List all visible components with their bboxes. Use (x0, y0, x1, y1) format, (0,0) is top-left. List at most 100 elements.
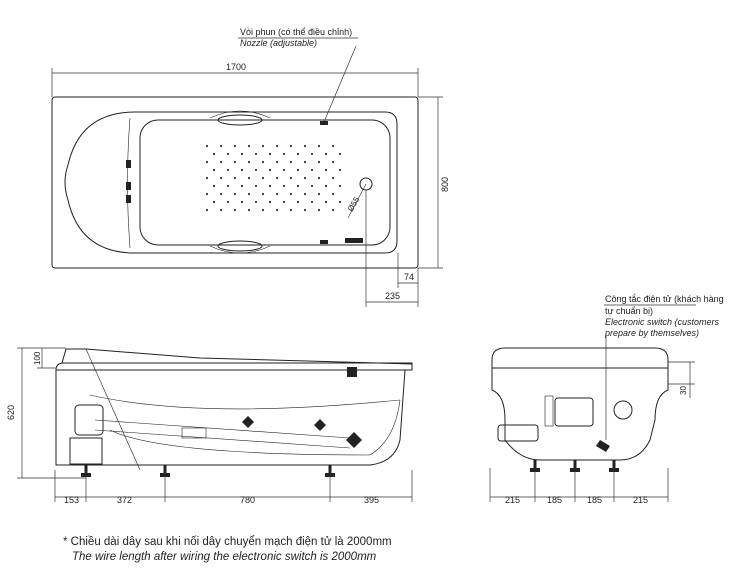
jet-dot (219, 160, 223, 164)
jet-dot (282, 184, 286, 188)
jet-dot (331, 144, 335, 148)
jet-dot (268, 168, 272, 172)
end-spacing-185-left: 185 (547, 495, 562, 505)
jet-dot (219, 208, 223, 212)
jet-dot (289, 208, 293, 212)
jet-dot (338, 184, 342, 188)
jet-dot (247, 208, 251, 212)
jet-dot (240, 152, 244, 156)
jet-dot (205, 208, 209, 212)
jet-dot (219, 176, 223, 180)
jet-dot (338, 200, 342, 204)
jet-dot (226, 184, 230, 188)
jet-dot (212, 200, 216, 204)
jet-dot (296, 152, 300, 156)
jet-dot (268, 184, 272, 188)
pump-motor-end (554, 397, 594, 427)
jet-dot (233, 192, 237, 196)
drain-diameter-label: Ø55 (346, 195, 362, 213)
end-spacing-215-left: 215 (505, 495, 520, 505)
jet-dot (324, 152, 328, 156)
jet-dot (303, 160, 307, 164)
jet-dot (205, 192, 209, 196)
jet-dot (289, 176, 293, 180)
jet-dot (317, 176, 321, 180)
jet-dot (233, 144, 237, 148)
jet-dot (261, 160, 265, 164)
jet-dot (296, 200, 300, 204)
jet-dot (317, 192, 321, 196)
jet-dot (324, 184, 328, 188)
switch-label-vi-2: tự chuẩn bị) (605, 306, 654, 316)
tub-basin (139, 119, 391, 246)
end-spacing-215-right: 215 (633, 495, 648, 505)
jet-dot (240, 168, 244, 172)
jet-dot (324, 168, 328, 172)
jet-dot (247, 160, 251, 164)
end-view: 30 215 185 185 215 (489, 304, 696, 505)
jet-dot (324, 200, 328, 204)
jet-dot (303, 176, 307, 180)
nozzle-label-en: Nozzle (adjustable) (240, 38, 318, 48)
leg (84, 465, 88, 473)
jet-dot (233, 208, 237, 212)
jet-dot (289, 192, 293, 196)
jet-dot (226, 152, 230, 156)
jet-dot (233, 176, 237, 180)
offset-235-dimension: 235 (385, 291, 400, 301)
jet-dot (331, 160, 335, 164)
jet-dot (317, 208, 321, 212)
jet-dot (205, 160, 209, 164)
top-view: Ø55 1700 800 74 235 (51, 37, 450, 307)
jet-dot (247, 176, 251, 180)
jet-dot (296, 168, 300, 172)
jet-dot (268, 200, 272, 204)
tub-outline-top (51, 96, 419, 269)
jet-dot (226, 168, 230, 172)
jet-dot (212, 184, 216, 188)
jet-dot (310, 168, 314, 172)
length-dimension: 1700 (226, 62, 246, 72)
jet-dot (254, 168, 258, 172)
leg (612, 460, 616, 468)
jet-dot (219, 192, 223, 196)
leg (573, 460, 577, 468)
jet-dot (254, 200, 258, 204)
jet-dot (275, 208, 279, 212)
jet-dot (317, 160, 321, 164)
jet-dot (233, 160, 237, 164)
jet-dot (282, 152, 286, 156)
jet-dot (268, 152, 272, 156)
headrest-dimension: 100 (33, 351, 42, 365)
jet-dot (331, 176, 335, 180)
jet-dot (289, 160, 293, 164)
jet-dot (317, 144, 321, 148)
leg-spacing-153: 153 (64, 495, 79, 505)
width-dimension: 800 (440, 177, 450, 192)
jet-dot (219, 144, 223, 148)
jet-dot (338, 168, 342, 172)
jet-dot (205, 144, 209, 148)
jet-dot (212, 152, 216, 156)
jet-dot (303, 144, 307, 148)
jet-dot (289, 144, 293, 148)
jet-dot (310, 152, 314, 156)
jet-dot (254, 184, 258, 188)
jet-dot (296, 184, 300, 188)
jet-dot (331, 192, 335, 196)
height-dimension: 620 (6, 405, 16, 420)
note-en: The wire length after wiring the electro… (72, 551, 377, 563)
leg-spacing-780: 780 (240, 495, 255, 505)
jet-dot (275, 176, 279, 180)
jet-dot (303, 208, 307, 212)
end-spacing-185-right: 185 (587, 495, 602, 505)
leg-spacing-372: 372 (117, 495, 132, 505)
jet-dot (261, 144, 265, 148)
side-view: 620 100 153 372 780 395 (6, 347, 413, 505)
leg (533, 460, 537, 468)
offset-74-dimension: 74 (404, 272, 414, 282)
air-jets (205, 144, 342, 212)
switch-label-en-2: prepare by themselves) (605, 328, 700, 338)
rim-offset-dimension: 30 (679, 386, 688, 395)
